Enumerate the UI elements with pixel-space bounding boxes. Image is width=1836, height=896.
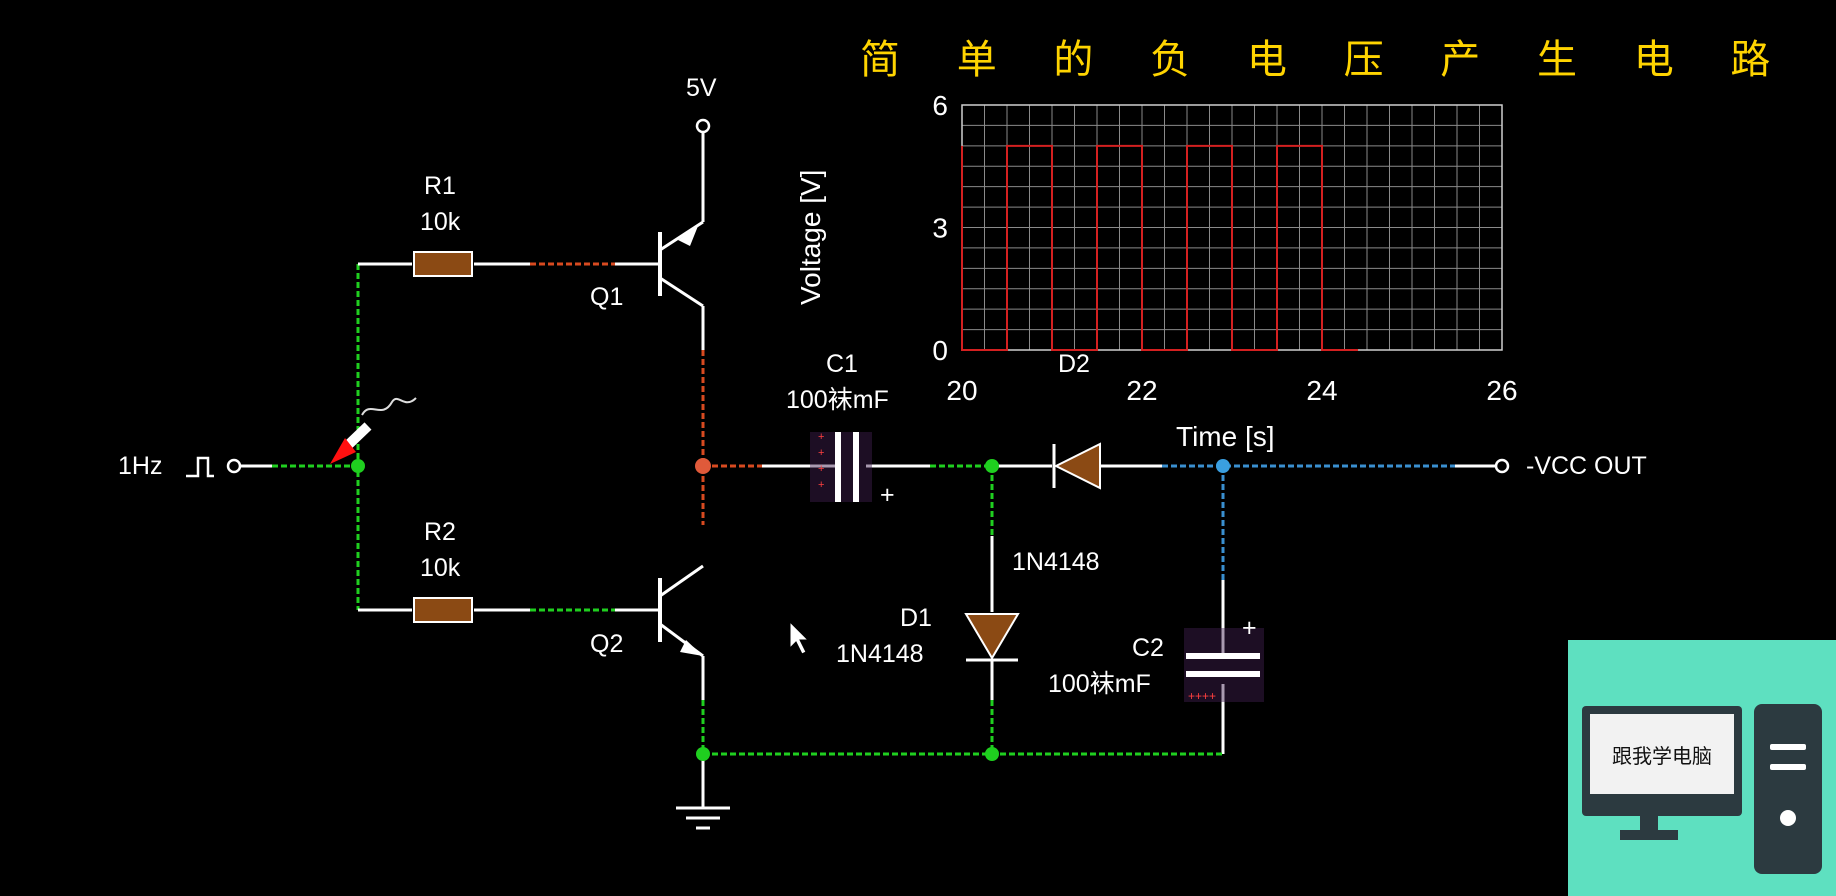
r2-value: 10k bbox=[420, 554, 461, 582]
diode-d1[interactable] bbox=[964, 613, 1020, 662]
y-axis-label: Voltage [V] bbox=[795, 170, 826, 305]
svg-text:+: + bbox=[818, 479, 824, 491]
transistor-q2[interactable] bbox=[658, 564, 704, 658]
square-wave-icon bbox=[186, 456, 214, 478]
d1-name: D1 bbox=[900, 604, 932, 632]
c1-name: C1 bbox=[826, 350, 858, 378]
svg-text:++++: ++++ bbox=[1188, 689, 1216, 703]
logo-text: 跟我学电脑 bbox=[1590, 714, 1734, 794]
source-label: 1Hz bbox=[118, 452, 162, 480]
junction-ground bbox=[696, 747, 710, 761]
ground-icon bbox=[676, 806, 730, 830]
power-button-icon bbox=[1780, 810, 1796, 826]
output-label: -VCC OUT bbox=[1526, 452, 1647, 480]
monitor-stand bbox=[1640, 816, 1658, 832]
svg-text:+: + bbox=[818, 463, 824, 475]
c1-polarity: + bbox=[880, 481, 895, 509]
junction-midpoint bbox=[695, 458, 711, 474]
y-tick-label: 0 bbox=[932, 335, 948, 366]
x-tick-label: 26 bbox=[1486, 375, 1517, 406]
c1-value: 100袜mF bbox=[786, 386, 889, 414]
probe-icon[interactable] bbox=[330, 397, 417, 464]
x-tick-labels: 20 22 24 26 bbox=[946, 375, 1517, 406]
svg-text:+: + bbox=[818, 447, 824, 459]
r1-name: R1 bbox=[424, 172, 456, 200]
voltage-series-line bbox=[961, 144, 1358, 351]
logo-panel: 跟我学电脑 bbox=[1568, 640, 1836, 896]
transistor-q1[interactable] bbox=[658, 220, 704, 308]
d1-part: 1N4148 bbox=[836, 640, 924, 668]
c2-value: 100袜mF bbox=[1048, 670, 1151, 698]
x-tick-label: 24 bbox=[1306, 375, 1337, 406]
junction-output bbox=[1216, 459, 1230, 473]
diode-d2[interactable] bbox=[1052, 442, 1101, 490]
c2-polarity: + bbox=[1242, 614, 1257, 642]
junction-input bbox=[351, 459, 365, 473]
output-terminal[interactable] bbox=[1494, 458, 1510, 474]
y-tick-label: 6 bbox=[932, 90, 948, 121]
input-terminal[interactable] bbox=[226, 458, 242, 474]
svg-text:+: + bbox=[818, 431, 824, 443]
x-axis-label: Time [s] bbox=[1176, 421, 1275, 452]
d2-name: D2 bbox=[1058, 350, 1090, 378]
r2-name: R2 bbox=[424, 518, 456, 546]
computer-icon: 跟我学电脑 bbox=[1582, 706, 1742, 816]
q2-name: Q2 bbox=[590, 630, 623, 658]
d2-part: 1N4148 bbox=[1012, 548, 1100, 576]
monitor-base bbox=[1620, 830, 1678, 840]
mouse-cursor-icon bbox=[789, 620, 810, 655]
drive-slot bbox=[1770, 764, 1806, 770]
r1-value: 10k bbox=[420, 208, 461, 236]
drive-slot bbox=[1770, 744, 1806, 750]
resistor-r1[interactable] bbox=[413, 251, 473, 277]
c2-name: C2 bbox=[1132, 634, 1164, 662]
x-tick-label: 22 bbox=[1126, 375, 1157, 406]
diagram-title: 简 单 的 负 电 压 产 生 电 路 bbox=[860, 37, 1792, 83]
junction-d1 bbox=[985, 459, 999, 473]
resistor-r2[interactable] bbox=[413, 597, 473, 623]
pc-tower-icon bbox=[1754, 704, 1822, 874]
q1-name: Q1 bbox=[590, 283, 623, 311]
voltage-chart: 6 3 0 20 22 24 26 Voltage [V] Time [s] bbox=[795, 90, 1518, 452]
supply-terminal[interactable] bbox=[695, 118, 711, 134]
y-tick-labels: 6 3 0 bbox=[932, 90, 948, 366]
y-tick-label: 3 bbox=[932, 213, 948, 244]
capacitor-c1[interactable]: + + + + + bbox=[810, 431, 895, 509]
junction-d1-ground bbox=[985, 747, 999, 761]
supply-label: 5V bbox=[686, 74, 717, 102]
x-tick-label: 20 bbox=[946, 375, 977, 406]
capacitor-c2[interactable]: ++++ + bbox=[1184, 614, 1264, 703]
